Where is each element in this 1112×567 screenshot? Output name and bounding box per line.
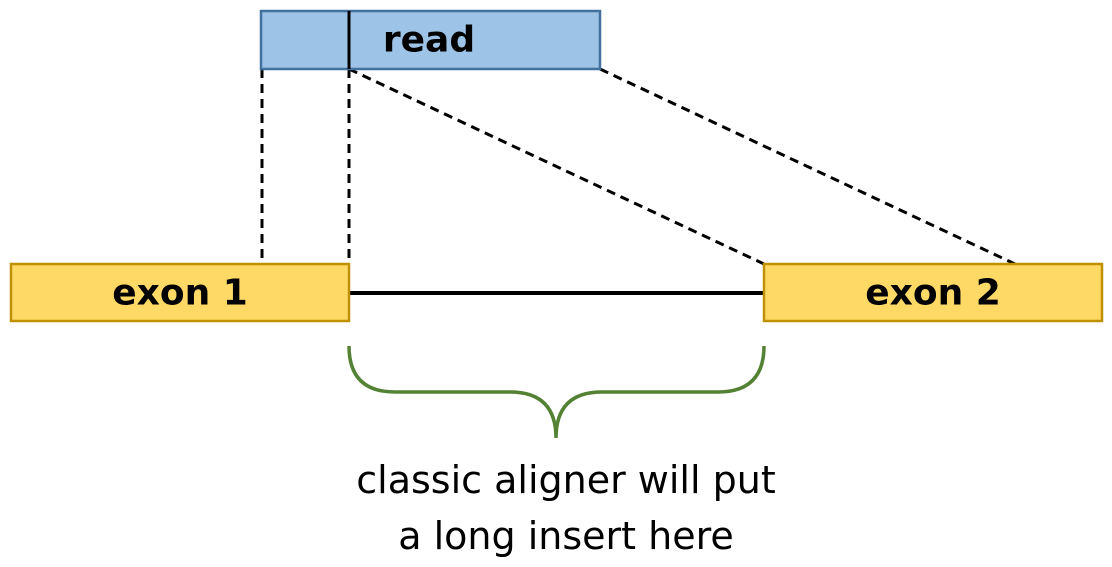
insert-brace xyxy=(347,345,766,439)
exon-1-box xyxy=(9,262,351,323)
dashed-connector-split-to-exon2 xyxy=(348,67,765,266)
exon-1-label: exon 1 xyxy=(112,273,248,314)
exon-2-label: exon 2 xyxy=(865,273,1001,314)
dashed-connector-read-right xyxy=(599,67,1016,266)
annotation-line-2: a long insert here xyxy=(398,514,734,558)
read-box xyxy=(259,9,602,71)
exon-2-box xyxy=(762,262,1104,323)
annotation-line-1: classic aligner will put xyxy=(356,458,775,502)
read-label: read xyxy=(383,20,475,61)
